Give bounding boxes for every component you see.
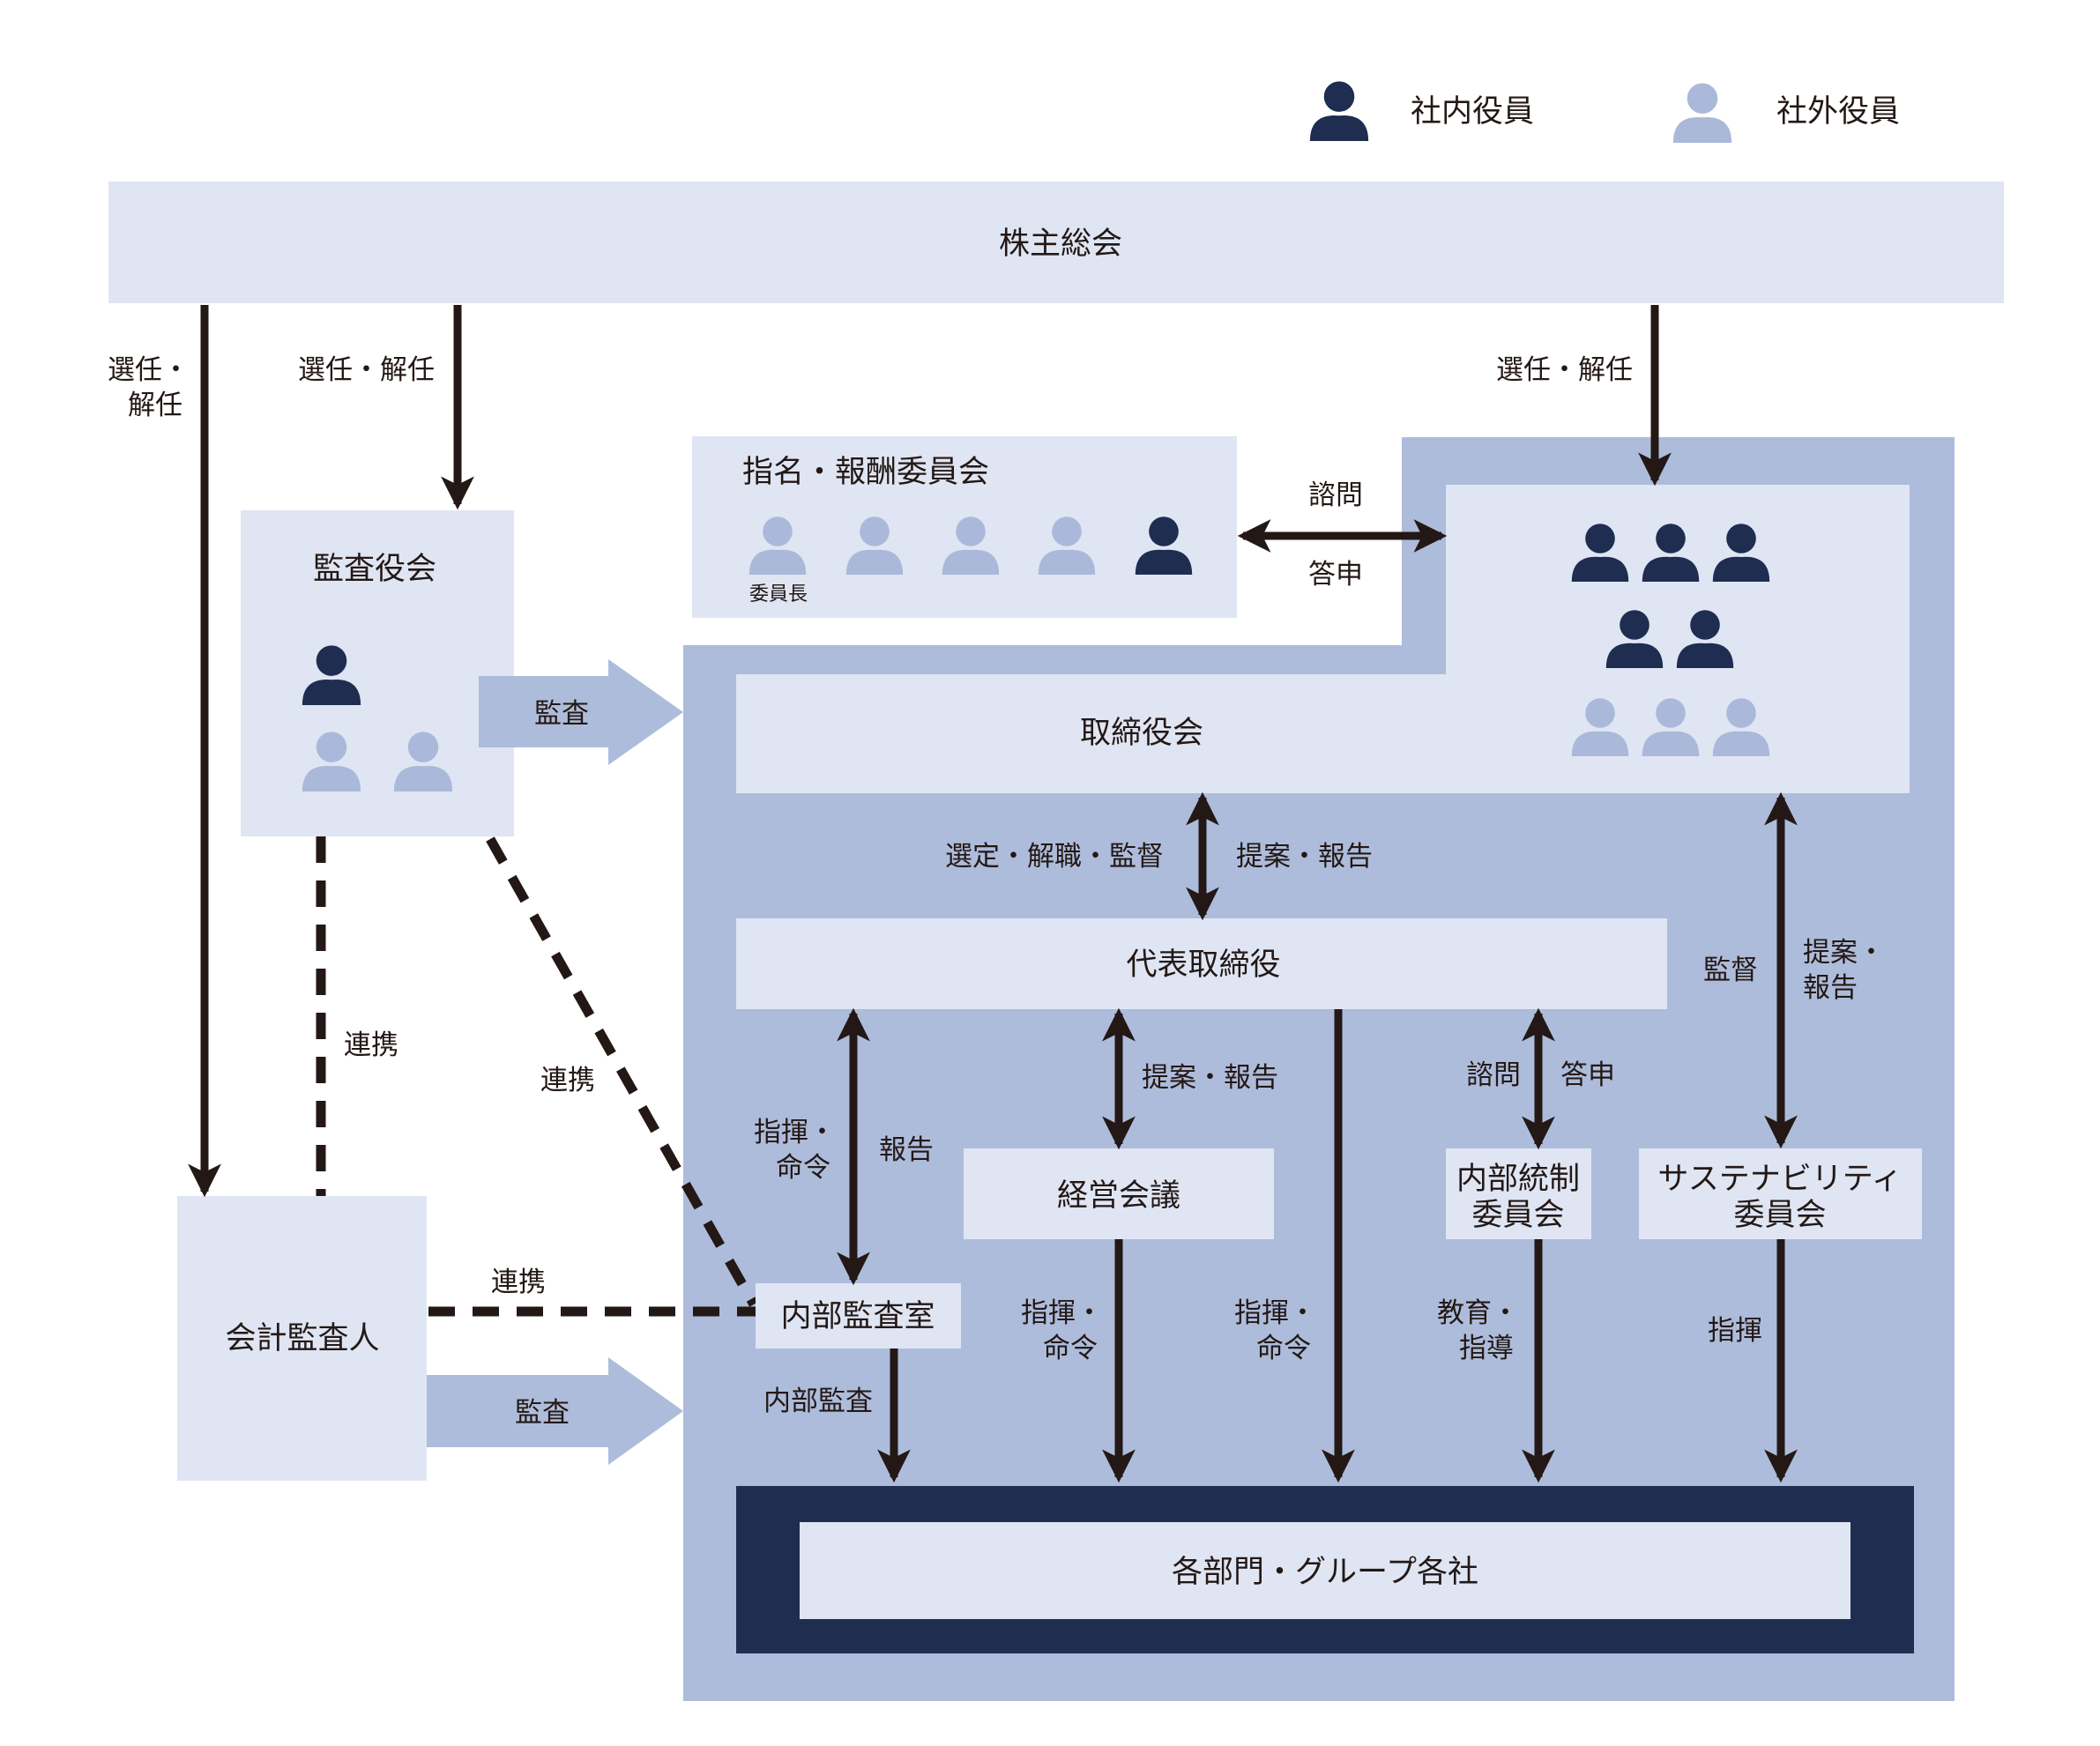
audit-arrow-accounting-label: 監査 [515,1397,570,1429]
board-external-members [1571,698,1770,756]
educate-label-1: 教育・ [1437,1297,1519,1329]
internal-control-committee-box [1446,1148,1591,1239]
shareholders-meeting-box [108,182,2004,303]
command-left-label-2: 命令 [776,1152,830,1184]
sustainability-label-2: 委員会 [1733,1198,1826,1233]
command-rep-label-2: 命令 [1256,1333,1311,1364]
audit-board-box [241,510,514,836]
accounting-auditor-label: 会計監査人 [225,1321,379,1356]
report-label: 報告 [879,1134,934,1166]
command-left-label-1: 指揮・ [754,1117,836,1148]
internal-audit-office-box [756,1283,961,1349]
audit-arrow-board-label: 監査 [534,698,589,730]
educate-label-2: 指導 [1459,1333,1514,1364]
legend-external-label: 社外役員 [1776,94,1900,130]
elect-accounting-label-1: 選任・ [108,354,190,386]
appoint-label: 選定・解職・監督 [945,841,1164,873]
representative-director-box [736,918,1667,1009]
committee-chair-label: 委員長 [749,583,808,606]
elect-accounting-label-2: 解任 [128,390,182,421]
propose-report-label-3a: 提案・ [1803,937,1885,969]
internal-officer-icon [1309,81,1369,141]
departments-label: 各部門・グループ各社 [1172,1555,1478,1590]
representative-director-label: 代表取締役 [1126,947,1280,983]
command-rep-label-1: 指揮・ [1234,1297,1316,1329]
cooperate-line-diagonal [486,836,758,1307]
departments-inner-box [800,1522,1851,1619]
internal-control-label-2: 委員会 [1471,1198,1564,1233]
internal-audit-office-label: 内部監査室 [780,1299,935,1334]
consult-label-2: 諮問 [1466,1059,1521,1091]
elect-board-label: 選任・解任 [1496,354,1633,386]
direct-label: 指揮 [1708,1315,1762,1347]
internal-control-label-1: 内部統制 [1456,1162,1580,1197]
propose-report-label-1: 提案・報告 [1236,841,1373,873]
report-answer-label: 答申 [1308,559,1363,591]
management-meeting-label: 経営会議 [1057,1178,1180,1214]
accounting-auditor-box [177,1196,427,1481]
management-meeting-box [964,1148,1274,1239]
audit-arrow-accounting [427,1357,683,1465]
cooperate-label-1: 連携 [344,1029,398,1061]
command-mgmt-label-2: 命令 [1043,1333,1098,1364]
internal-audit-edge-label: 内部監査 [763,1386,873,1417]
answer-label-2: 答申 [1560,1059,1615,1091]
command-mgmt-label-1: 指揮・ [1021,1297,1103,1329]
nomination-committee-label: 指名・報酬委員会 [742,455,989,490]
supervise-label: 監督 [1703,955,1758,986]
elect-audit-board-label: 選任・解任 [298,354,435,386]
external-officer-icon [1672,83,1732,143]
propose-report-label-3b: 報告 [1803,972,1858,1004]
legend-internal-label: 社内役員 [1411,94,1534,130]
audit-arrow-board [479,659,683,765]
board-of-directors-label: 取締役会 [1080,716,1203,751]
shareholders-meeting-label: 株主総会 [999,227,1122,262]
consult-label: 諮問 [1308,479,1363,511]
cooperate-label-3: 連携 [491,1267,546,1298]
propose-report-label-2: 提案・報告 [1142,1062,1278,1094]
sustainability-label-1: サステナビリティ [1657,1162,1902,1197]
legend: 社内役員 社外役員 [1309,81,1900,143]
cooperate-label-2: 連携 [540,1065,595,1096]
sustainability-committee-box [1639,1148,1922,1239]
audit-board-label: 監査役会 [313,552,436,587]
